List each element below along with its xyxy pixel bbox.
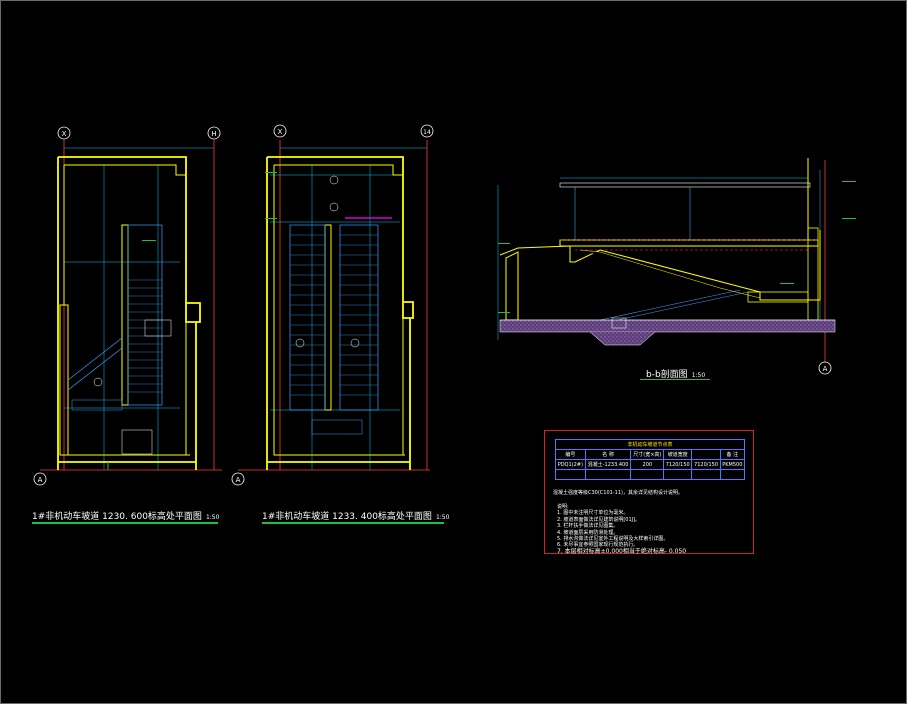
table-row [555,469,746,480]
detail-bubble [295,338,305,348]
stair-treads [290,234,378,396]
table-row: PDQ1(2#) 混凝土-1233.400 200 7120/150 7120/… [555,459,746,470]
detail-bubble [329,175,339,185]
walls-inner [63,164,190,456]
axis-bubble-x [273,124,287,138]
stair-steps [579,249,761,299]
table-header [691,449,721,460]
schedule-box [544,430,754,554]
table-header: 名 称 [584,449,632,460]
note-item: 5. 排水沟做法详见室外工程说明及大样索引详图。 [557,536,669,543]
axis-bubble-a [231,472,245,486]
walls-inner [273,164,405,456]
note-item: 4. 坡道面层采用防滑处理。 [557,529,619,536]
table-cell: PKM500 [719,459,746,470]
table-header: 编号 [555,449,586,460]
table-title: 非机动车坡道节点表 [555,439,745,450]
drain-box [611,317,627,329]
table-cell: 200 [630,459,665,470]
walls [266,156,414,470]
table-header-row: 编号 名 称 尺寸(宽×高) 坡道宽度 备 注 [555,449,746,460]
plan1-title: 1#非机动车坡道 1230. 600标高处平面图 [32,512,202,522]
ramp-structure [499,230,821,301]
left-wall [505,251,519,321]
axis-bubble-x [57,126,71,140]
ground-hatch [499,319,836,333]
section-scale: 1:50 [691,372,706,379]
walls [57,156,201,470]
section-underline [640,379,710,380]
table-cell: 混凝土-1233.400 [584,459,632,470]
schedule-table: 非机动车坡道节点表 编号 名 称 尺寸(宽×高) 坡道宽度 备 注 PDQ1(2… [555,439,746,480]
table-cell: PDQ1(2#) [555,459,586,470]
section-title: b-b剖面图 [646,370,688,380]
axis-label-a: A [236,476,241,484]
section-bb: A [497,158,836,375]
axis-label-x: X [278,128,283,136]
plan-1230: X H A [33,126,222,486]
ramp-line [599,289,741,321]
table-cell: 7120/150 [691,459,721,470]
table-cell: 7120/150 [663,459,693,470]
axis-label-a: A [38,476,43,484]
annotation-marks [142,172,856,313]
note-box [144,319,172,337]
stair-run-left [289,224,326,411]
note-item: 6. 未尽事宜参照国家现行规范执行。 [557,542,639,549]
plan1-underline [32,522,218,524]
plan2-scale: 1:50 [435,514,450,521]
landing [311,419,363,435]
plan2-title: 1#非机动车坡道 1233. 400标高处平面图 [262,512,432,522]
plan1-scale: 1:50 [205,514,220,521]
stair-run-right [339,224,379,411]
ramp-line [67,337,123,381]
table-header: 尺寸(宽×高) [630,449,665,460]
table-header: 备 注 [719,449,746,460]
detail-bubble [93,377,103,387]
detail-bubble [350,338,360,348]
legend-note-line: 混凝土强度等级C30(C101-11)，其余详见结构设计说明。 [553,490,683,496]
drain-channel [589,331,656,346]
note-box [121,429,153,455]
axis-bubble-a [818,361,832,375]
notes-title: 说明: [557,504,569,510]
axis-bubble-14 [420,124,434,138]
axis-label-14: 14 [423,129,431,136]
axis-label-h: H [211,130,216,138]
note-item: 3. 栏杆扶手做法详见图集。 [557,523,619,530]
plan-1233: X 14 A [231,124,434,486]
canopy [559,182,811,188]
table-title-row: 非机动车坡道节点表 [555,439,745,450]
axis-bubble-a [33,472,47,486]
axis-bubble-h [207,126,221,140]
note-item: 1. 图中未注明尺寸单位为毫米。 [557,510,629,517]
legend-notes: 说明: 1. 图中未注明尺寸单位为毫米。 2. 坡道表面做法详见建筑说明[01J… [557,504,686,555]
right-wall [807,227,819,321]
stair-wall [121,224,129,406]
axis-label-a: A [823,365,828,373]
detail-bubble [329,202,339,212]
plan2-underline [262,522,444,524]
ramp-line [607,291,749,323]
stair-wall [324,224,332,411]
axis-label-x: X [62,130,67,138]
table-header: 坡道宽度 [663,449,693,460]
note-item: 2. 坡道表面做法详见建筑说明[01J]。 [557,516,641,523]
slab [559,239,819,247]
note-item: 7. 本层相对标高±0.000相当于绝对标高- 0.050 [557,547,687,555]
ramp-line [67,347,123,391]
stair-run [127,224,163,406]
landing [71,399,123,411]
